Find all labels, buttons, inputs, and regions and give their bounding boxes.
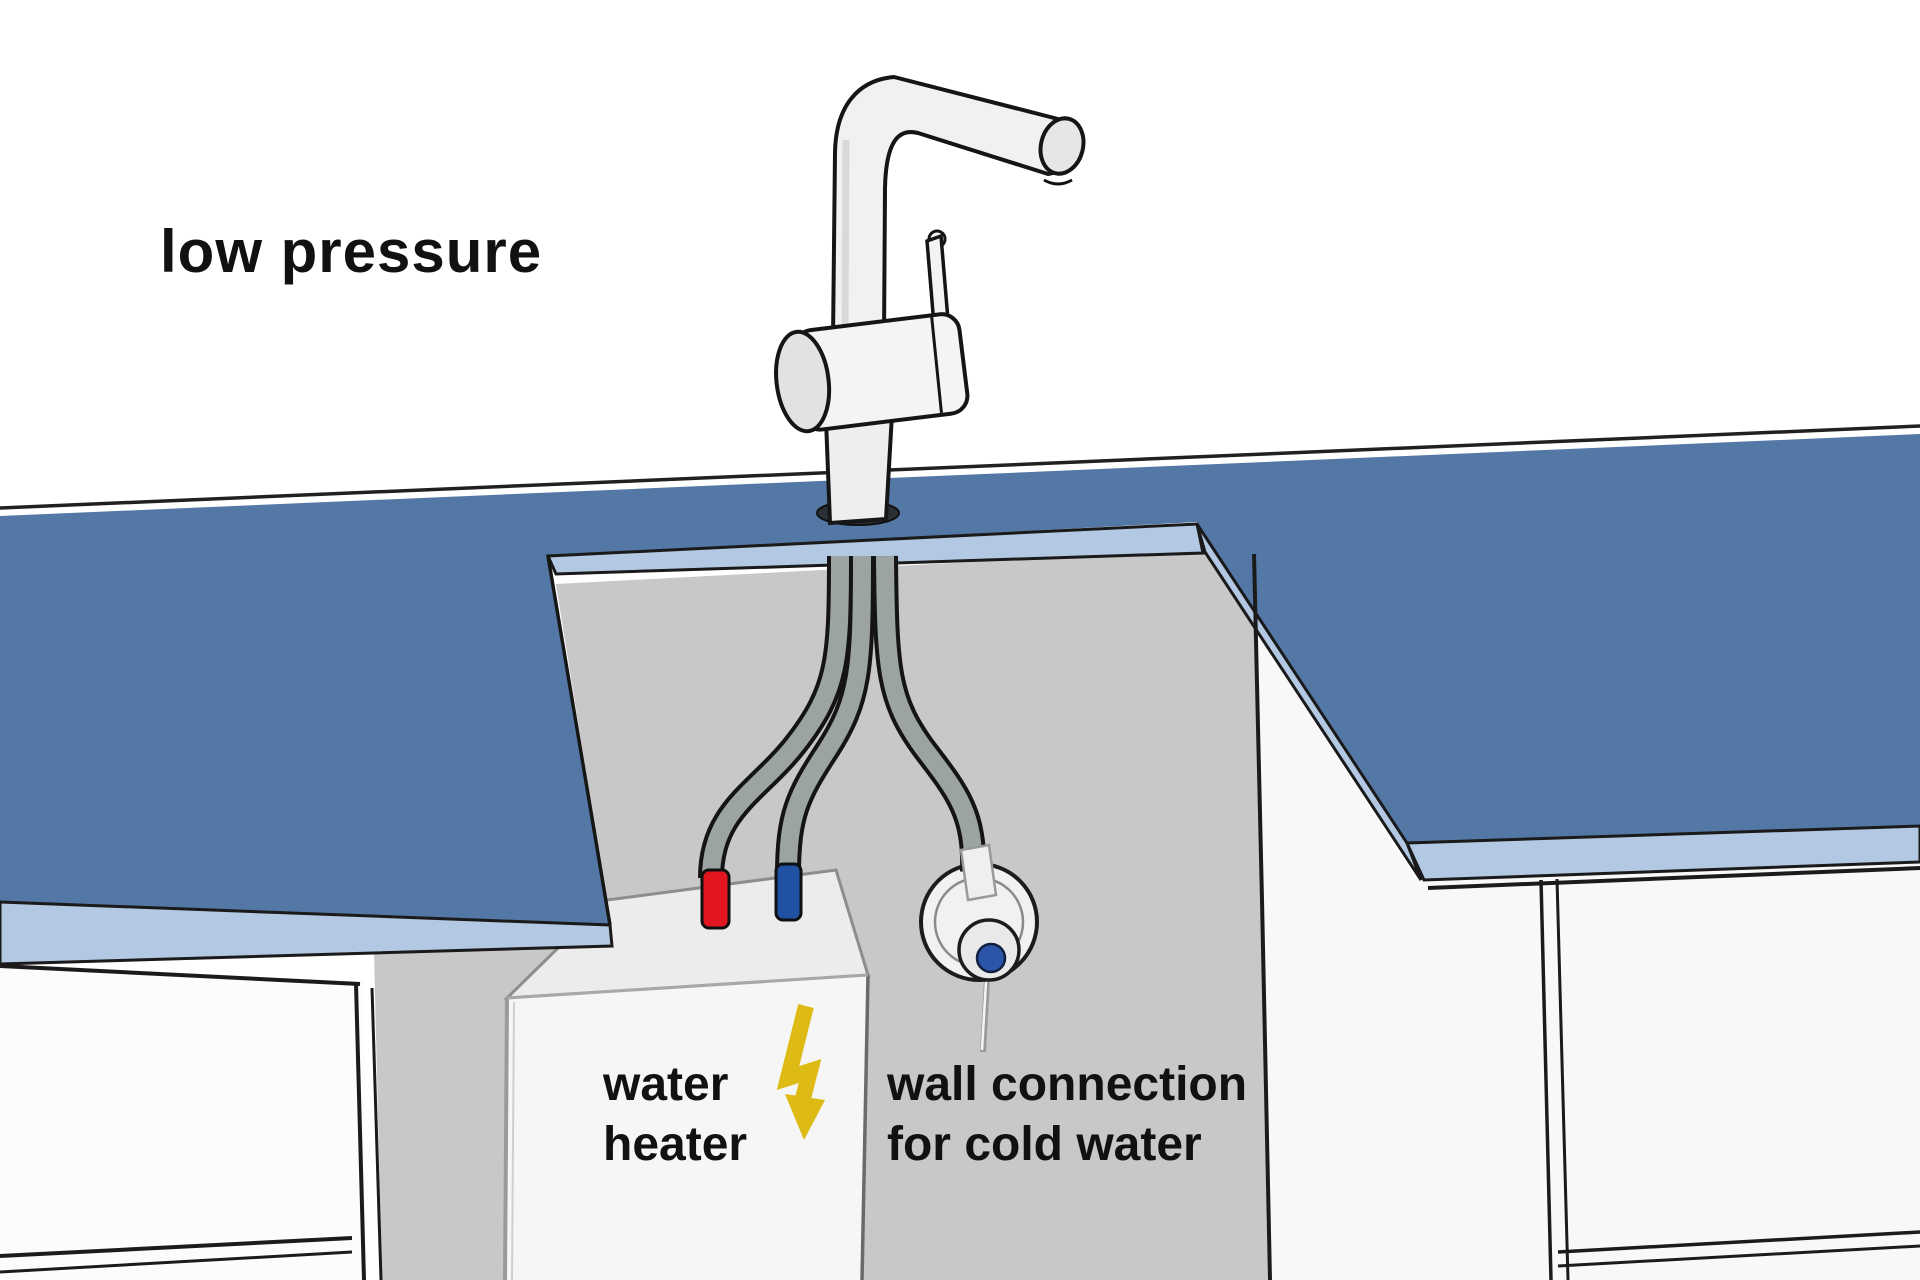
right-panel-corner-line (1252, 553, 1272, 1280)
left-cabinet-drawer-line-1 (0, 1236, 353, 1258)
label-wall-connection-line1: wall connection (886, 1058, 1247, 1111)
hose-supply (876, 555, 983, 873)
water-heater-left-edge-inner (511, 1001, 515, 1280)
hose-hot (702, 555, 849, 879)
faucet-spout-tip (1038, 116, 1086, 176)
valve-blue-cap (975, 942, 1007, 974)
faucet-body-seam (930, 317, 943, 413)
countertop-edge-bands (0, 522, 1920, 966)
right-cabinet-divider-line-2 (1555, 878, 1570, 1280)
label-water-heater-line2: heater (603, 1118, 747, 1171)
left-counter-front-edge-band (0, 900, 614, 966)
faucet-base-pipe (823, 411, 895, 526)
water-heater-front-top-edge (506, 973, 869, 1000)
valve-drip-pipe-highlight (980, 981, 988, 1051)
lightning-bolt-zigzag (776, 1004, 822, 1108)
water-heater-front (505, 975, 868, 1280)
left-cabinet-front (0, 964, 365, 1280)
left-cabinet-drawer-line-2 (0, 1250, 353, 1274)
left-cabinet-side-line (354, 983, 366, 1280)
hose-cold (779, 555, 871, 876)
right-cabinet-top-rail (1427, 866, 1920, 890)
label-wall-connection-line2: for cold water (887, 1118, 1202, 1171)
wall-valve (957, 843, 1021, 982)
water-heater-right-edge (860, 974, 870, 1280)
faucet-spout-mouth-line (1043, 178, 1073, 186)
cabinet-lines (0, 553, 1920, 1280)
left-cabinet-divider-line (370, 987, 383, 1280)
faucet-body (774, 312, 970, 434)
water-heater-left-edge (503, 997, 509, 1280)
countertop-surface (0, 434, 1920, 925)
faucet (774, 75, 1086, 526)
cutout-right-edge-band (1195, 523, 1423, 881)
lightning-bolt-icon (776, 1004, 825, 1140)
faucet-spout-shading (841, 139, 850, 331)
right-cabinet-front (1255, 630, 1920, 1280)
cutout-back-edge-band (545, 522, 1205, 576)
right-cabinet-drawer-line-1 (1557, 1230, 1920, 1254)
right-counter-front-edge-band (1404, 824, 1920, 882)
hot-water-connector (700, 868, 731, 930)
label-low-pressure: low pressure (160, 218, 542, 285)
right-cabinet-divider-line-1 (1539, 879, 1553, 1280)
connection-hoses (698, 555, 987, 879)
cold-water-connector (774, 862, 803, 922)
countertop-back-edge-line (0, 424, 1920, 510)
lightning-bolt-arrowhead (785, 1094, 825, 1140)
valve-hose-nut (959, 843, 998, 902)
faucet-body-end-cap (774, 329, 832, 434)
left-cabinet-top-rail (0, 964, 361, 986)
right-cabinet-drawer-line-2 (1557, 1244, 1920, 1268)
label-water-heater-line1: water (602, 1058, 728, 1111)
cutout-left-edge-line (546, 555, 612, 926)
